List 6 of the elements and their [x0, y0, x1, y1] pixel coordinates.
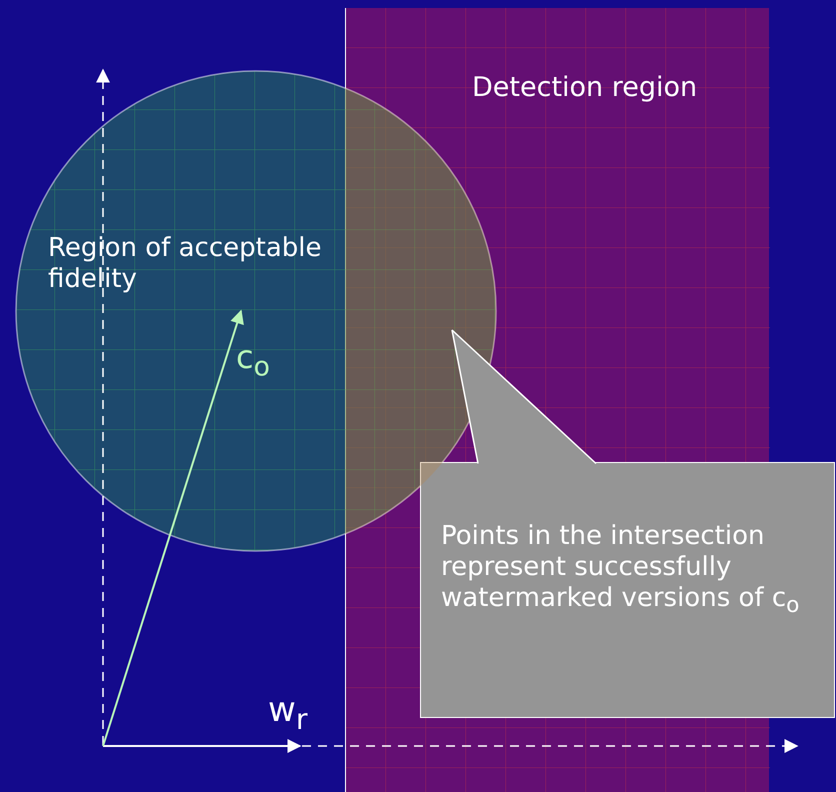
vector-label: w$_{r}$ — [268, 690, 308, 736]
region-label: Region of acceptable fidelity — [48, 233, 322, 296]
vector-label: c$_{o}$ — [236, 338, 270, 382]
leader-line — [451, 330, 479, 464]
region-title: Detection region — [472, 72, 698, 104]
callout-text: Points in the intersection represent successfully watermarked versions of c$_{o}$ — [441, 521, 800, 620]
